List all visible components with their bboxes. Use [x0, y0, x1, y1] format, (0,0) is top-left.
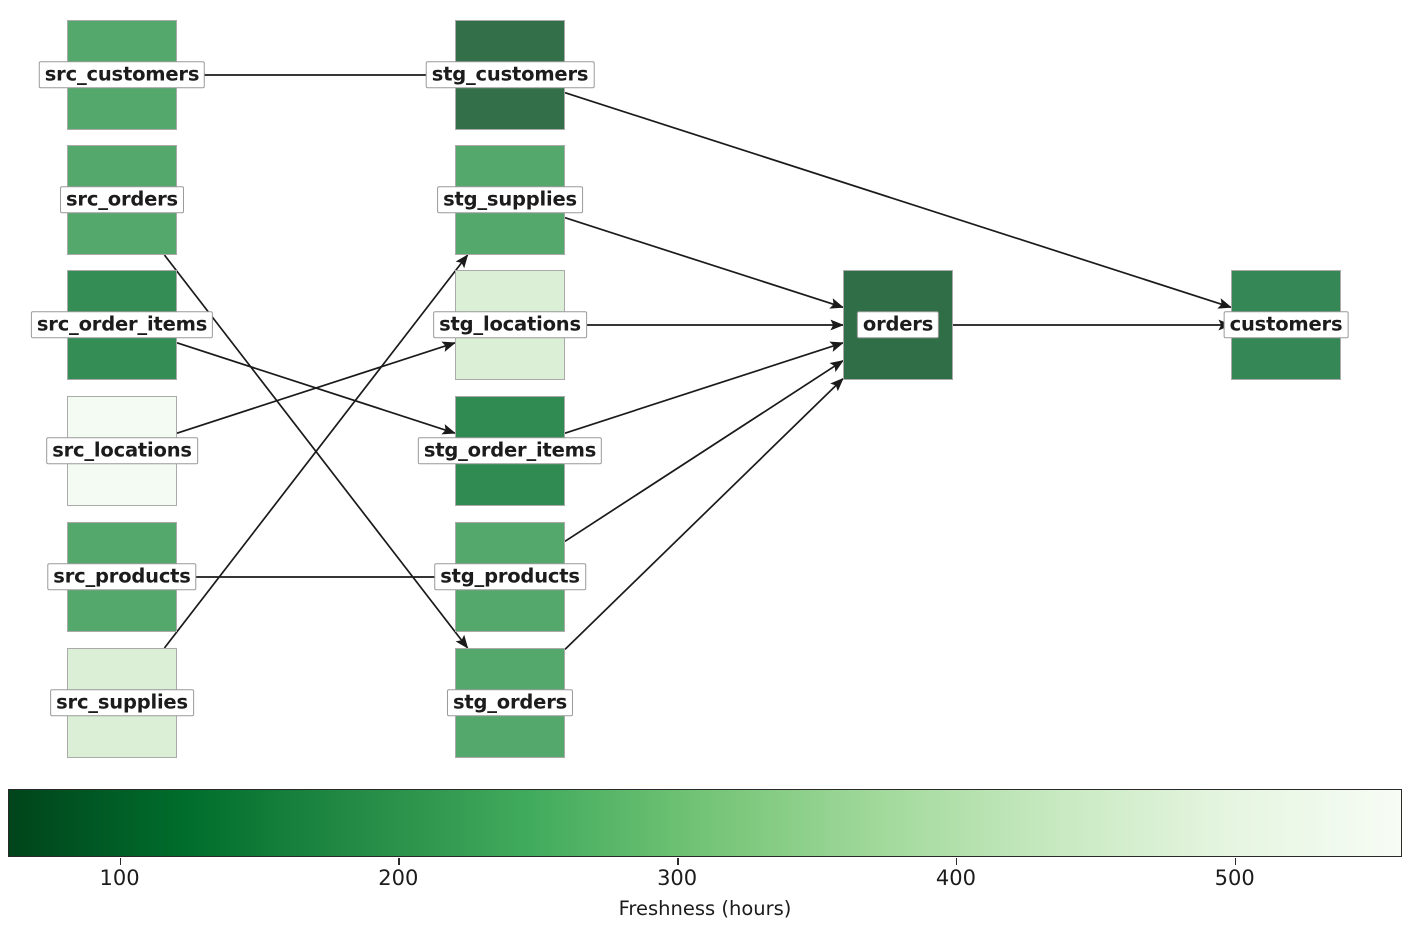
node-label-stg_products[interactable]: stg_products	[434, 563, 586, 591]
colorbar-tick-label-500: 500	[1214, 866, 1255, 890]
colorbar[interactable]	[8, 789, 1402, 857]
edge-stg_customers-to-customers	[564, 91, 1232, 309]
colorbar-tick-300	[677, 858, 679, 865]
colorbar-tick-label-300: 300	[657, 866, 698, 890]
colorbar-tick-label-400: 400	[935, 866, 976, 890]
colorbar-tick-400	[955, 858, 958, 865]
colorbar-tick-label-200: 200	[378, 866, 419, 890]
edge-src_supplies-to-stg_supplies	[163, 254, 469, 649]
node-label-src_customers[interactable]: src_customers	[38, 61, 206, 89]
node-label-src_supplies[interactable]: src_supplies	[50, 689, 194, 717]
node-label-src_orders[interactable]: src_orders	[60, 186, 184, 214]
node-label-stg_orders[interactable]: stg_orders	[446, 689, 574, 717]
node-label-stg_supplies[interactable]: stg_supplies	[437, 186, 583, 214]
node-label-stg_customers[interactable]: stg_customers	[425, 61, 595, 89]
node-label-src_locations[interactable]: src_locations	[46, 437, 198, 465]
edge-stg_order_items-to-orders	[564, 341, 844, 434]
edge-stg_products-to-orders	[564, 360, 844, 542]
node-label-stg_locations[interactable]: stg_locations	[433, 311, 587, 339]
node-label-customers[interactable]: customers	[1223, 311, 1349, 339]
colorbar-gradient	[8, 789, 1402, 857]
node-label-stg_order_items[interactable]: stg_order_items	[417, 437, 603, 465]
node-label-orders[interactable]: orders	[856, 311, 940, 339]
colorbar-tick-200	[398, 858, 400, 865]
edge-stg_supplies-to-orders	[564, 216, 844, 309]
colorbar-axis-label: Freshness (hours)	[618, 897, 792, 920]
edge-stg_orders-to-orders	[564, 377, 844, 651]
colorbar-tick-label-100: 100	[99, 866, 140, 890]
colorbar-tick-500	[1234, 858, 1237, 865]
edge-src_locations-to-stg_locations	[176, 341, 456, 434]
colorbar-tick-100	[119, 858, 121, 865]
node-label-src_products[interactable]: src_products	[47, 563, 197, 591]
node-label-src_order_items[interactable]: src_order_items	[30, 311, 214, 339]
